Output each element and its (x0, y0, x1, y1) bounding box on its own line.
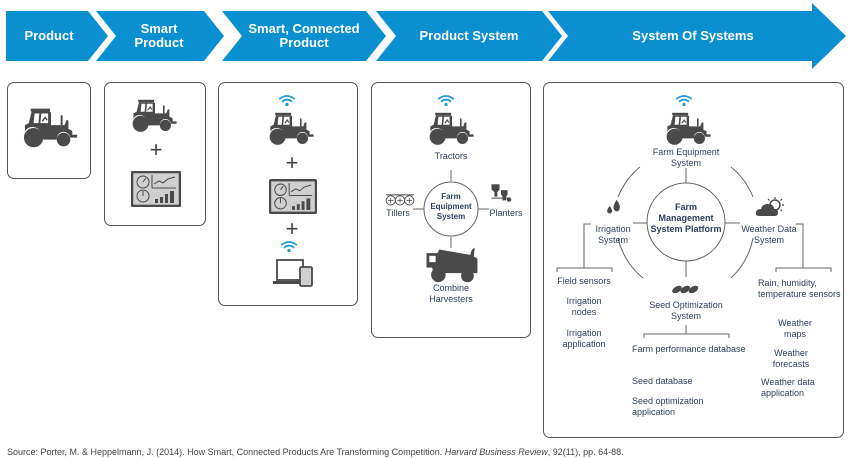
stage-label-product-system: Product System (419, 28, 519, 43)
label-line: Seed optimization (632, 396, 704, 406)
hub-line: Farm (674, 202, 697, 212)
weather-item: Weather forecasts (766, 348, 816, 370)
label-line: System (670, 158, 701, 168)
label-line: Harvesters (429, 294, 473, 304)
cloud-sun-icon (755, 196, 787, 218)
combine-harvesters-label: Combine Harvesters (411, 283, 491, 305)
seed-item: Farm performance database (632, 344, 746, 355)
hub-line: System (436, 212, 466, 221)
irrigation-system-label: Irrigation System (586, 224, 640, 246)
planters-label: Planters (489, 208, 523, 218)
label-line: Weather Data (741, 224, 797, 234)
tractor-icon (665, 110, 713, 146)
farm-equipment-system-label: Farm Equipment System (641, 147, 731, 169)
seed-item: Seed database (632, 376, 693, 387)
chevron-smart-product (96, 11, 224, 61)
weather-item: Weather maps (770, 318, 820, 340)
source-citation: Source: Porter, M. & Heppelmann, J. (201… (7, 447, 624, 457)
seed-item: Seed optimization application (632, 396, 704, 418)
plus-sign: + (285, 216, 299, 241)
farm-equipment-hub-circle (423, 181, 479, 237)
chevron-product-system (376, 11, 562, 61)
irrigation-item: Field sensors (548, 276, 620, 287)
weather-data-system-label: Weather Data System (736, 224, 802, 246)
label-line: Irrigation (566, 328, 602, 338)
label-line: Seed Optimization (649, 300, 723, 310)
stage-label-system-of-systems: System Of Systems (632, 28, 754, 43)
label-line: Weather (778, 318, 812, 328)
seeds-icon (671, 284, 701, 295)
label-line: Rain, humidity, (758, 278, 817, 288)
chevron-product (6, 11, 108, 61)
irrigation-item: Irrigation nodes (548, 296, 620, 318)
hub-line: Management (658, 213, 714, 223)
label-line: Irrigation (566, 296, 602, 306)
label-line: System (753, 235, 784, 245)
stage-label-product: Product (24, 28, 74, 43)
label-line: forecasts (772, 359, 810, 369)
plus-sign: + (285, 150, 299, 175)
label-line: System (670, 311, 701, 321)
citation-text: Source: Porter, M. & Heppelmann, J. (201… (7, 447, 445, 457)
hub-label-farm-management: Farm Management System Platform (646, 202, 726, 235)
label-line: Seed database (632, 376, 693, 386)
irrigation-item: Irrigation application (548, 328, 620, 350)
weather-item: Weather data application (761, 377, 815, 399)
citation-text: , 92(11), pp. 64-88. (547, 447, 624, 457)
label-line: Farm performance database (632, 344, 746, 354)
seed-optimization-system-label: Seed Optimization System (636, 300, 736, 322)
wifi-icon (675, 94, 693, 107)
stage-label-smart-product: Smart Product (112, 11, 206, 61)
label-line: application (632, 407, 676, 417)
label-line: temperature sensors (758, 289, 841, 299)
tillers-label: Tillers (386, 208, 410, 218)
citation-journal: Harvard Business Review (444, 447, 548, 457)
chevron-smart-connected (222, 11, 386, 61)
stage-label-line: Smart, Connected (248, 21, 360, 36)
stage-label-line: Product (134, 35, 184, 50)
label-line: Weather (774, 348, 808, 358)
label-line: Irrigation (595, 224, 631, 234)
water-drops-icon (605, 198, 623, 216)
label-line: maps (783, 329, 806, 339)
farm-management-hub-circle (646, 182, 726, 262)
stage-banner (6, 3, 846, 69)
stage-label-line: Product (279, 35, 329, 50)
label-line: application (761, 388, 805, 398)
label-line: nodes (571, 307, 597, 317)
arrow-system-of-systems (548, 3, 846, 69)
plus-sign: + (149, 137, 163, 162)
label-line: Field sensors (557, 276, 611, 286)
hub-line: System Platform (650, 224, 722, 234)
label-line: Farm Equipment (652, 147, 720, 157)
hub-line: Equipment (430, 202, 472, 211)
hub-label-farm-equipment: Farm Equipment System (421, 192, 481, 222)
label-line: Weather data (761, 377, 815, 387)
label-line: Combine (432, 283, 470, 293)
hub-line: Farm (441, 192, 461, 201)
stage-label-smart-connected: Smart, Connected Product (236, 11, 372, 61)
label-line: System (597, 235, 628, 245)
tractors-label: Tractors (434, 151, 468, 161)
weather-item: Rain, humidity, temperature sensors (758, 278, 841, 300)
label-line: application (562, 339, 606, 349)
stage-label-line: Smart (140, 21, 178, 36)
